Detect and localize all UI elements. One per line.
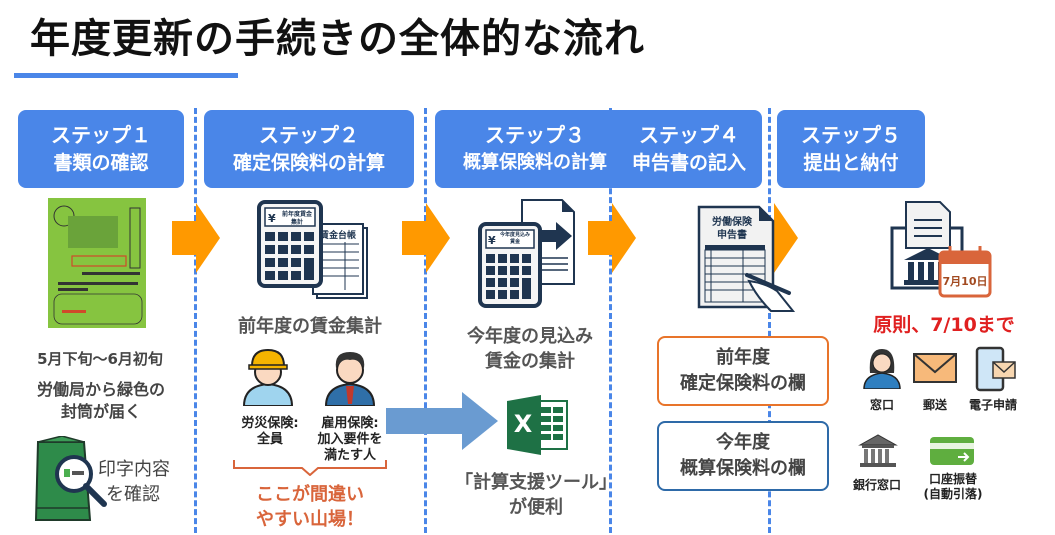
step3-tool-line2: が便利 (509, 497, 563, 518)
counter-staff-icon (863, 349, 901, 389)
svg-text:¥: ¥ (488, 234, 496, 247)
method-counter: 窓口 (869, 398, 894, 412)
step1-arrival-line2: 封筒が届く (60, 402, 141, 421)
form-title-line2: 申告書 (717, 230, 747, 241)
calc2-label-line1: 前年度賃金 (281, 211, 312, 218)
worker1-line2: 全員 (256, 432, 283, 447)
prior-year-confirmed-box: 前年度 確定保険料の欄 (657, 336, 829, 406)
divider-1 (194, 108, 197, 533)
step-1-title: 書類の確認 (53, 152, 149, 174)
payment-transfer-line1: 口座振替 (928, 472, 977, 486)
step3-caption-line1: 今年度の見込み (467, 326, 593, 347)
method-electronic: 電子申請 (968, 398, 1017, 412)
box2-line1: 今年度 (716, 432, 770, 453)
step-5-title: 提出と納付 (803, 152, 899, 174)
calculator-ledger-icon: ¥ (257, 200, 368, 299)
calendar-date: 7月10日 (942, 275, 988, 288)
worker2-line2: 加入要件を (317, 432, 383, 447)
blue-arrow-to-excel (386, 392, 498, 450)
declaration-form-icon (697, 205, 796, 312)
step1-check-line1: 印字内容 (98, 459, 170, 480)
step-2-title: 確定保険料の計算 (232, 152, 385, 174)
bank-building-icon (858, 434, 898, 467)
step1-timing: 5月下旬～6月初旬 (37, 350, 163, 368)
green-envelope-document-icon (48, 198, 146, 328)
page-title: 年度更新の手続きの全体的な流れ (30, 16, 645, 62)
payment-transfer-line2: (自動引落) (923, 487, 983, 501)
calc3-label-line1: 今年度見込み (499, 232, 530, 238)
step-1-label: ステップ１ (51, 123, 151, 147)
method-mail: 郵送 (922, 398, 947, 412)
divider-3 (609, 108, 612, 533)
calc2-label-line2: 集計 (290, 219, 303, 226)
office-worker-icon (324, 352, 376, 406)
step1-check-line2: を確認 (106, 484, 160, 505)
step-4-header: ステップ４ 申告書の記入 (616, 110, 762, 188)
bracket (233, 460, 387, 476)
form-title-line1: 労働保険 (712, 217, 752, 228)
ledger-label: 賃金台帳 (319, 231, 356, 241)
warning-line1: ここが間違い (256, 484, 364, 505)
title-underline (14, 73, 238, 78)
calc3-label-line2: 賃金 (509, 239, 520, 245)
worker2-line1: 雇用保険: (321, 416, 379, 431)
step-4-title: 申告書の記入 (631, 152, 746, 174)
svg-text:¥: ¥ (268, 212, 276, 225)
current-year-estimate-box: 今年度 概算保険料の欄 (657, 421, 829, 491)
step3-caption-line2: 賃金の集計 (485, 351, 575, 372)
payment-bank-counter: 銀行窓口 (852, 478, 901, 492)
divider-2 (424, 108, 427, 533)
box2-line2: 概算保険料の欄 (680, 458, 806, 479)
step-3-label: ステップ３ (485, 123, 585, 147)
construction-worker-icon (242, 348, 294, 406)
calculator-forecast-icon: ¥ (478, 199, 575, 308)
step-3-title: 概算保険料の計算 (463, 152, 607, 173)
flow-arrow-2 (402, 203, 450, 273)
deadline-text: 原則、7/10まで (873, 314, 1015, 336)
bank-transfer-card-icon (930, 437, 974, 465)
excel-letter: X (513, 410, 533, 438)
step2-caption: 前年度の賃金集計 (238, 316, 382, 337)
worker2-line3: 満たす人 (323, 448, 376, 463)
step3-tool-line1: 「計算支援ツール」 (455, 472, 617, 493)
step-4-label: ステップ４ (639, 123, 739, 147)
box1-line2: 確定保険料の欄 (680, 373, 806, 394)
green-envelope-magnifier-icon (34, 436, 107, 521)
box1-line1: 前年度 (716, 347, 770, 368)
divider-4 (768, 108, 771, 533)
worker1-line1: 労災保険: (241, 416, 299, 431)
step-1-header: ステップ１ 書類の確認 (18, 110, 184, 188)
excel-icon (507, 395, 568, 455)
step-5-header: ステップ５ 提出と納付 (777, 110, 925, 188)
flow-arrow-3 (588, 203, 636, 273)
mail-envelope-icon (913, 353, 957, 383)
step-2-header: ステップ２ 確定保険料の計算 (204, 110, 414, 188)
step1-arrival-line1: 労働局から緑色の (36, 380, 165, 399)
smartphone-mail-icon (975, 346, 1016, 392)
warning-line2: やすい山場！ (256, 509, 364, 530)
step-5-label: ステップ５ (801, 123, 901, 147)
step-2-label: ステップ２ (259, 123, 359, 147)
flow-arrow-1 (172, 203, 220, 273)
submission-bank-calendar-icon (890, 201, 992, 298)
step-3-header: ステップ３ 概算保険料の計算 (435, 110, 635, 188)
